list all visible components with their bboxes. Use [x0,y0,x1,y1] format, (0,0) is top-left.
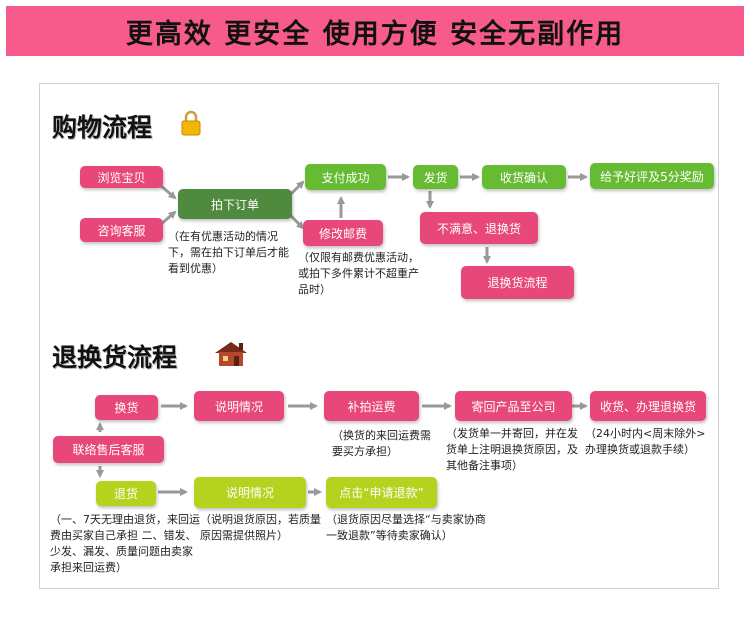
consult-box: 咨询客服 [80,218,163,242]
arrow-order-modify [288,213,305,230]
pay-shipping-box: 补拍运费 [324,391,419,421]
receipt-confirm-box: 收货确认 [482,165,566,189]
send-back-box: 寄回产品至公司 [455,391,572,421]
padlock-icon [181,110,201,136]
explain-situation-box-1: 说明情况 [194,391,284,421]
contact-aftersales-box: 联络售后客服 [53,436,164,463]
process-exchange-note: （24小时内<周末除外>办理换货或退款手续） [585,427,706,456]
modify-shipping-box: 修改邮费 [303,220,383,246]
process-exchange-box: 收货、办理退换货 [590,391,706,421]
unsatisfied-return-box: 不满意、退换货 [420,212,538,244]
refund-box: 退货 [96,481,156,506]
exchange-box: 换货 [95,395,158,420]
shopping-flow-title: 购物流程 [52,108,152,144]
pay-shipping-note: （换货的来回运费需要买方承担） [332,429,431,458]
ship-box: 发货 [413,165,458,189]
apply-refund-note: （退货原因尽量选择“与卖家协商一致退款”等待卖家确认） [326,513,486,542]
refund-note: （一、7天无理由退货，来回运费由买家自己承担 二、错发、少发、漏发、质量问题由卖… [50,513,200,574]
top-banner: 更高效 更安全 使用方便 安全无副作用 [6,6,744,56]
return-flow-title: 退换货流程 [52,338,177,374]
return-flow-box: 退换货流程 [461,266,574,299]
send-back-note: （发货单一并寄回，并在发货单上注明退换货原因，及其他备注事项） [446,427,578,472]
order-box: 拍下订单 [178,189,292,219]
apply-refund-box: 点击“申请退款” [326,477,437,508]
payment-success-box: 支付成功 [305,164,386,190]
order-note: （在有优惠活动的情况下，需在拍下订单后才能看到优惠） [168,230,289,275]
return-flow-title-text: 退换货流程 [52,343,178,372]
modify-shipping-note: （仅限有邮费优惠活动，或拍下多件累计不超重产品时） [298,251,419,296]
explain-situation-box-2: 说明情况 [194,477,306,508]
arrow-browse-order [159,183,177,200]
browse-box: 浏览宝贝 [80,166,163,188]
arrow-order-pay [288,180,305,197]
shopping-flow-title-text: 购物流程 [52,113,153,142]
explain-refund-note: （说明退货原因，若质量原因需提供照片） [200,513,321,542]
banner-slogan: 更高效 更安全 使用方便 安全无副作用 [125,18,625,50]
good-review-box: 给予好评及5分奖励 [590,163,714,189]
house-icon [215,342,247,366]
